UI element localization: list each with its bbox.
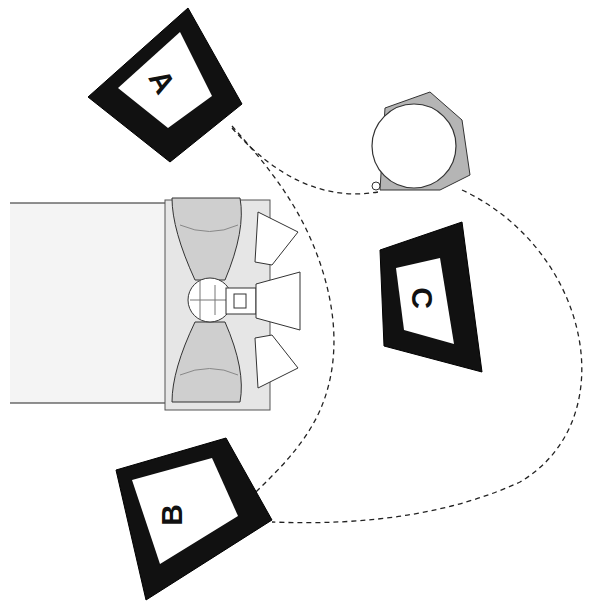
softbox-light: C [375, 218, 485, 376]
softbox-shape [112, 436, 274, 602]
product-object [172, 198, 300, 402]
softbox-body [380, 222, 482, 372]
light-path [232, 126, 334, 492]
camera [372, 92, 470, 190]
softbox-body [116, 438, 272, 600]
light-path [232, 128, 378, 194]
softbox-diffuser [132, 458, 238, 564]
light-letter: B [157, 504, 187, 526]
softbox-light: B [112, 436, 274, 602]
softbox-light: A [85, 5, 245, 165]
softbox-diffuser [396, 258, 454, 344]
softbox-diffuser [118, 32, 212, 128]
light-path [272, 190, 582, 523]
softbox-body [88, 8, 242, 162]
light-letter: C [407, 287, 437, 309]
